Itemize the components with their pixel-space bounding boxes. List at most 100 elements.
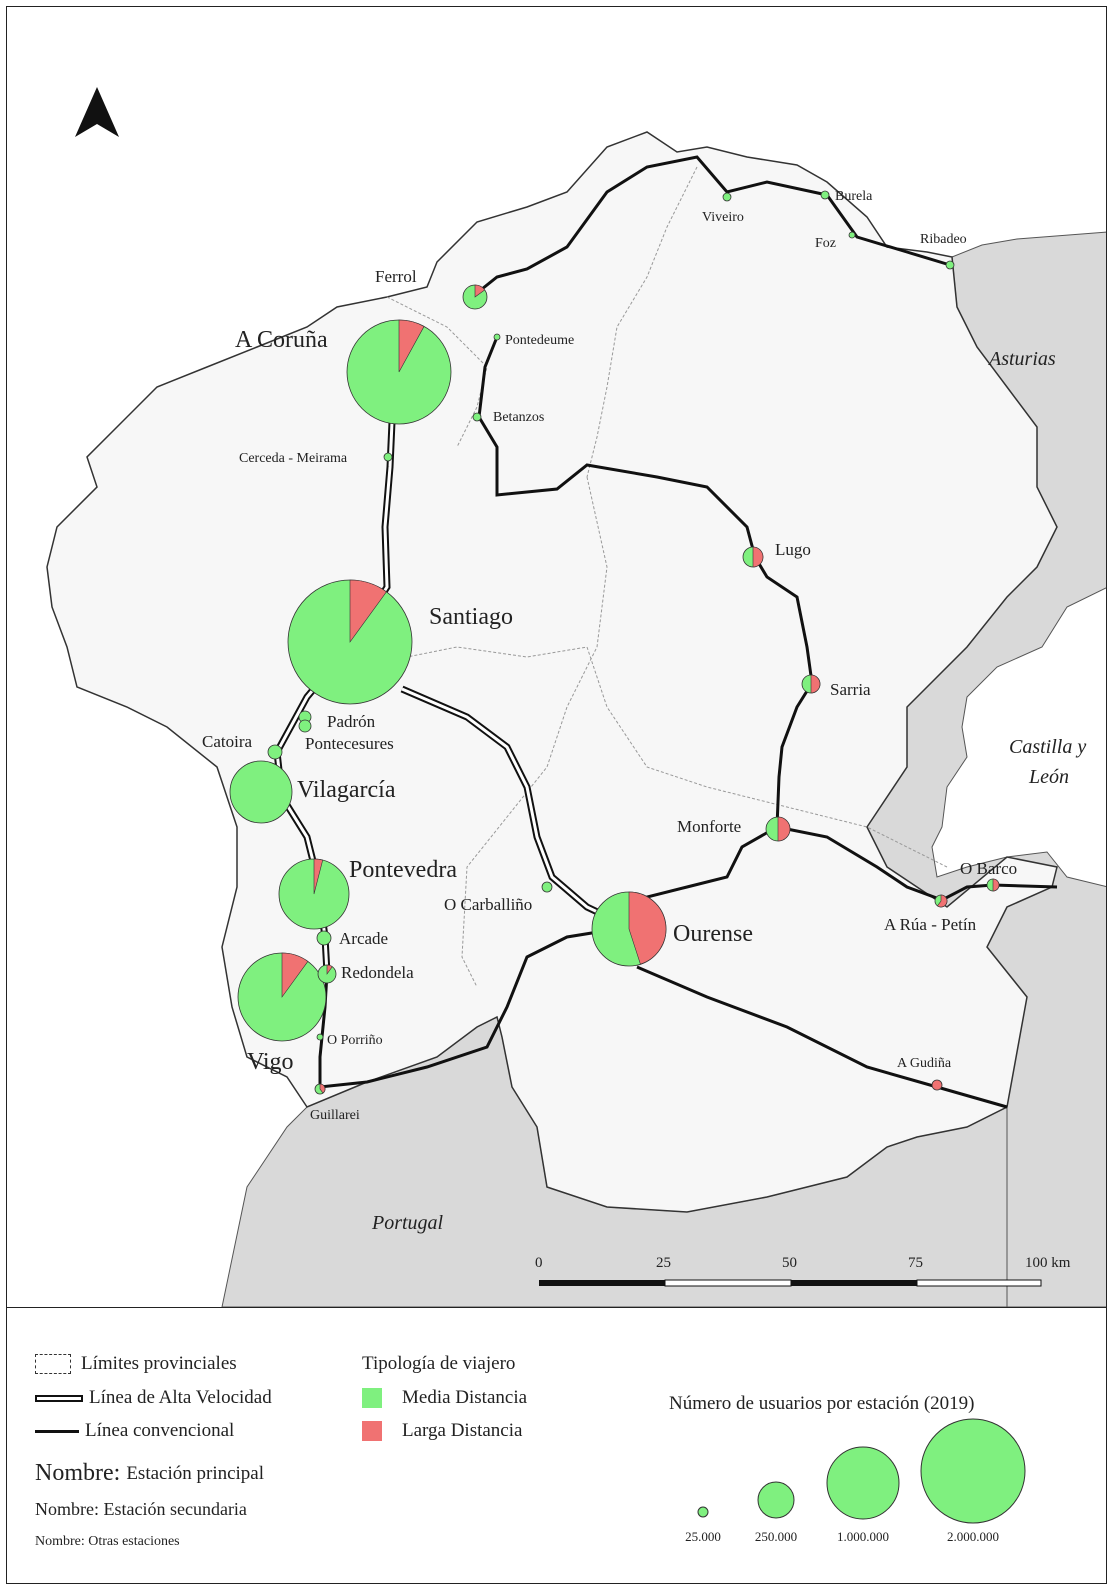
media-slice [229, 760, 293, 824]
media-slice [722, 192, 732, 202]
media-slice [267, 744, 283, 760]
station-pie [931, 1079, 943, 1091]
larga-slice [752, 546, 764, 568]
label-santiago: Santiago [429, 604, 513, 630]
legend-media-label: Media Distancia [402, 1387, 528, 1408]
bubble-label-1000000: 1.000.000 [837, 1529, 889, 1544]
legend-alta-velocidad: Línea de Alta Velocidad [35, 1387, 272, 1409]
label-lugo: Lugo [775, 540, 811, 559]
station-pie [591, 891, 667, 967]
larga-swatch [362, 1421, 382, 1441]
bubble-25000 [697, 1506, 709, 1518]
station-pie [298, 719, 312, 733]
label-padron: Padrón [327, 712, 376, 731]
legend-size-bubbles: 25.000 250.000 1.000.000 2.000.000 [685, 1418, 1026, 1544]
label-pontecesures: Pontecesures [305, 734, 394, 753]
media-slice [383, 452, 393, 462]
label-vigo: Vigo [247, 1049, 294, 1075]
station-pie [346, 319, 452, 425]
station-pie [267, 744, 283, 760]
legend-size-title: Número de usuarios por estación (2019) [669, 1393, 975, 1414]
stations-layer [229, 190, 1000, 1095]
scale-tick-75: 75 [908, 1255, 923, 1271]
media-slice [298, 719, 312, 733]
station-pie [722, 192, 732, 202]
larga-slice [992, 878, 1000, 892]
station-pie [848, 231, 856, 239]
label-o-carballino: O Carballiño [444, 895, 532, 914]
label-ferrol: Ferrol [375, 267, 417, 286]
galicia-map: Asturias Castilla y León Portugal A Coru… [46, 87, 1106, 1307]
label-catoira: Catoira [202, 732, 252, 751]
station-pie [287, 579, 413, 705]
label-cerceda-meirama: Cerceda - Meirama [239, 451, 348, 466]
label-pontedeume: Pontedeume [505, 333, 574, 348]
larga-slice [628, 891, 667, 965]
scale-tick-0: 0 [535, 1255, 543, 1271]
label-burela: Burela [835, 189, 873, 204]
larga-slice [931, 1079, 943, 1091]
label-a-rua-petin: A Rúa - Petín [884, 915, 977, 934]
label-a-gudina: A Gudiña [897, 1056, 952, 1071]
station-pie [316, 930, 332, 946]
label-ourense: Ourense [673, 921, 753, 947]
station-pie [742, 546, 764, 568]
station-pie [462, 284, 488, 310]
scale-tick-25: 25 [656, 1255, 671, 1271]
station-pie [765, 816, 791, 842]
media-slice [316, 1033, 324, 1041]
label-o-porrino: O Porriño [327, 1033, 383, 1048]
station-pie [472, 412, 482, 422]
scale-tick-100: 100 km [1025, 1255, 1071, 1271]
media-slice [541, 881, 553, 893]
larga-slice [281, 952, 309, 998]
label-a-coruna: A Coruña [235, 327, 328, 353]
legend-larga-label: Larga Distancia [402, 1420, 523, 1441]
station-pie [934, 894, 948, 908]
media-swatch [362, 1388, 382, 1408]
legend-larga: Larga Distancia [362, 1420, 522, 1442]
media-slice [493, 333, 501, 341]
label-redondela: Redondela [341, 963, 414, 982]
legend-convencional-label: Línea convencional [85, 1420, 235, 1441]
media-slice [848, 231, 856, 239]
region-label-leon: León [1028, 766, 1069, 788]
label-foz: Foz [815, 236, 836, 251]
station-pie [541, 881, 553, 893]
station-pie [820, 190, 830, 200]
larga-slice [398, 319, 425, 373]
station-pie [801, 674, 821, 694]
label-o-barco: O Barco [960, 859, 1017, 878]
single-line-icon [35, 1429, 79, 1433]
legend-alta-velocidad-label: Línea de Alta Velocidad [89, 1387, 272, 1408]
station-pie [986, 878, 1000, 892]
bubble-label-25000: 25.000 [685, 1529, 721, 1544]
larga-slice [777, 816, 791, 842]
label-monforte: Monforte [677, 817, 741, 836]
label-ribadeo: Ribadeo [920, 232, 967, 247]
station-pie [316, 1033, 324, 1041]
larga-slice [474, 284, 486, 298]
map-frame: Asturias Castilla y León Portugal A Coru… [6, 6, 1107, 1584]
bubble-label-2000000: 2.000.000 [947, 1529, 999, 1544]
label-guillarei: Guillarei [310, 1108, 360, 1123]
legend-convencional: Línea convencional [35, 1420, 234, 1442]
label-pontevedra: Pontevedra [349, 857, 457, 883]
larga-slice [313, 858, 324, 895]
legend-limites: Límites provinciales [35, 1353, 237, 1375]
north-arrow-icon [75, 87, 119, 137]
larga-slice [810, 674, 821, 694]
dashed-box-icon [35, 1354, 71, 1374]
double-line-icon [35, 1394, 83, 1402]
legend-limites-label: Límites provinciales [81, 1353, 237, 1374]
legend-media: Media Distancia [362, 1387, 527, 1409]
label-viveiro: Viveiro [702, 210, 744, 225]
station-pie [383, 452, 393, 462]
station-pie [945, 260, 955, 270]
station-pie [317, 964, 337, 984]
legend-otras: Nombre: Otras estaciones [35, 1534, 180, 1549]
bubble-1000000 [826, 1446, 900, 1520]
label-vilagarcia: Vilagarcía [297, 777, 396, 803]
galicia-land [46, 131, 1058, 1213]
larga-slice [319, 1083, 326, 1094]
